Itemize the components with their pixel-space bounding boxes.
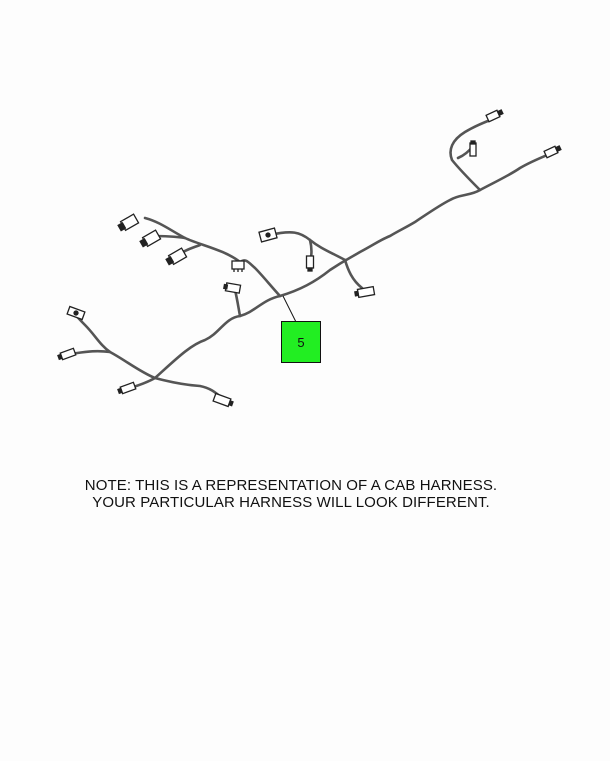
- connector-icon: [543, 145, 562, 159]
- harness-trunk: [153, 151, 554, 380]
- harness-branch: [68, 349, 112, 356]
- connector-icon: [485, 109, 504, 123]
- connector-icon: [231, 260, 245, 272]
- harness-branch: [73, 312, 157, 380]
- connector-icon: [469, 140, 477, 157]
- connector-icon: [117, 213, 140, 232]
- connector-icon: [223, 282, 242, 294]
- callout-leader: [282, 295, 297, 323]
- callout-5: 5: [281, 321, 321, 363]
- harness-branch: [449, 117, 495, 192]
- connector-icon: [57, 347, 77, 361]
- connector-icon: [212, 392, 234, 408]
- connector-icon: [354, 285, 376, 299]
- harness-branch: [238, 259, 282, 298]
- connector-icon: [117, 381, 137, 395]
- connector-icon: [66, 305, 86, 321]
- connector-icon: [305, 255, 315, 272]
- connector-icon: [258, 227, 278, 243]
- harness-branch: [153, 376, 224, 400]
- callout-number: 5: [297, 334, 305, 350]
- connector-icon: [139, 229, 162, 248]
- harness-branch: [233, 288, 242, 318]
- note-line-2: YOUR PARTICULAR HARNESS WILL LOOK DIFFER…: [92, 494, 490, 511]
- connector-icon: [165, 247, 188, 266]
- harness-branch: [343, 258, 364, 290]
- note-line-1: NOTE: THIS IS A REPRESENTATION OF A CAB …: [84, 477, 498, 494]
- harness-note: NOTE: THIS IS A REPRESENTATION OF A CAB …: [0, 477, 582, 511]
